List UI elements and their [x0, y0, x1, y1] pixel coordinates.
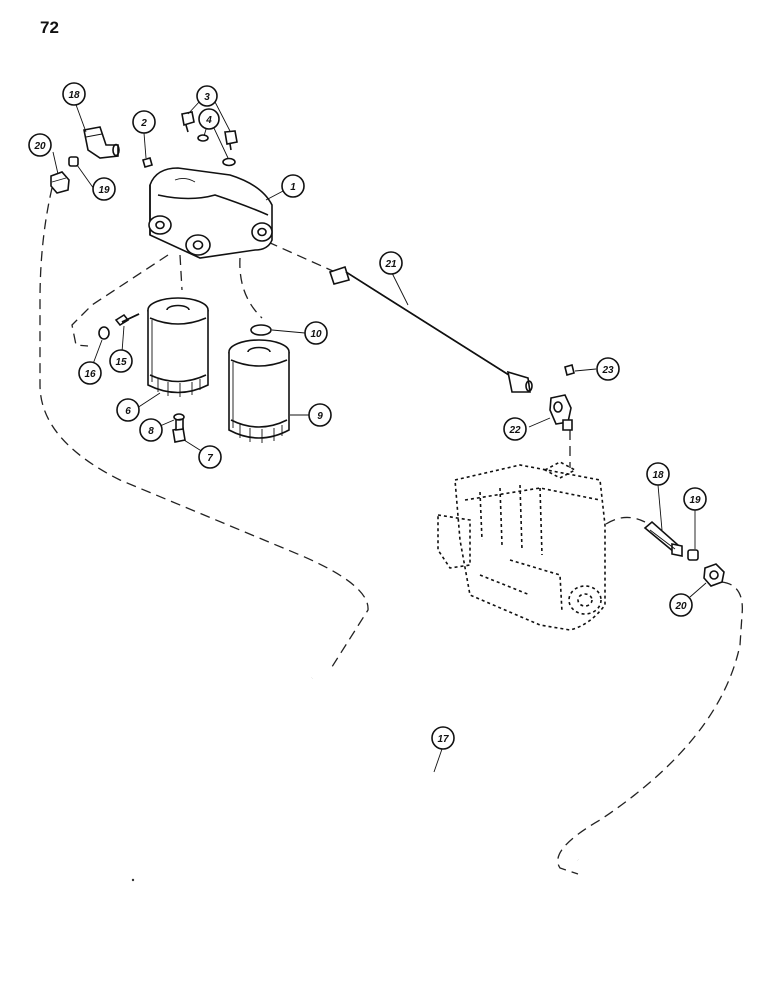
- svg-text:8: 8: [148, 426, 154, 437]
- callout-7: 7: [198, 445, 222, 469]
- dashed-fuel-paths: [39, 187, 743, 875]
- fitting-part-22: [549, 394, 573, 431]
- callout-18-right: 18: [646, 462, 670, 486]
- callout-16: 16: [78, 361, 102, 385]
- svg-text:19: 19: [98, 185, 110, 196]
- callout-1: 1: [281, 174, 305, 198]
- callout-22: 22: [503, 417, 527, 441]
- callout-19-right: 19: [683, 487, 707, 511]
- svg-text:18: 18: [652, 470, 664, 481]
- callout-19-left: 19: [92, 177, 116, 201]
- svg-text:10: 10: [310, 329, 322, 340]
- fuel-hose-part-21: [328, 265, 533, 393]
- svg-text:2: 2: [140, 118, 147, 129]
- svg-text:22: 22: [508, 425, 521, 436]
- svg-text:20: 20: [33, 141, 46, 152]
- callout-8: 8: [139, 418, 163, 442]
- elbow-fitting-part-18-left: [83, 126, 120, 159]
- callout-20-left: 20: [28, 133, 52, 157]
- callout-9: 9: [308, 403, 332, 427]
- callout-3: 3: [196, 85, 218, 107]
- drain-plug-part-7: [172, 418, 186, 443]
- fuel-filter-part-6: [147, 297, 209, 397]
- svg-text:7: 7: [207, 453, 213, 464]
- svg-text:23: 23: [601, 365, 614, 376]
- callout-2: 2: [132, 110, 156, 134]
- svg-text:6: 6: [125, 406, 131, 417]
- callout-21: 21: [379, 251, 403, 275]
- filter-head-part-1: [148, 167, 273, 259]
- plug-part-23: [564, 364, 575, 376]
- ring-part-19-left: [68, 156, 79, 167]
- plug-part-2: [142, 157, 153, 168]
- callout-10: 10: [304, 321, 328, 345]
- ring-part-19-right: [687, 549, 699, 561]
- seal-part-8: [173, 413, 185, 421]
- svg-text:4: 4: [205, 115, 212, 126]
- fuel-tube-part-17: [280, 677, 592, 882]
- callout-18-left: 18: [62, 82, 86, 106]
- svg-text:15: 15: [115, 357, 127, 368]
- callout-17: 17: [431, 726, 455, 750]
- svg-text:20: 20: [674, 601, 687, 612]
- svg-text:17: 17: [437, 734, 449, 745]
- o-ring-part-10: [250, 324, 272, 336]
- callout-15: 15: [109, 349, 133, 373]
- nut-part-20-left: [50, 171, 70, 194]
- svg-text:19: 19: [689, 495, 701, 506]
- print-speck: [131, 878, 135, 882]
- svg-text:21: 21: [384, 259, 397, 270]
- svg-text:9: 9: [317, 411, 323, 422]
- callout-23: 23: [596, 357, 620, 381]
- fuel-filter-part-9: [228, 339, 290, 443]
- bolt-part-15: [114, 313, 140, 327]
- callout-20-right: 20: [669, 593, 693, 617]
- svg-text:3: 3: [204, 92, 210, 103]
- svg-text:18: 18: [68, 90, 80, 101]
- svg-text:1: 1: [290, 182, 296, 193]
- svg-text:16: 16: [84, 369, 96, 380]
- callouts: 1 2 3 4 6 7 8 9 10 15 16 17 18 18 19 19 …: [28, 82, 707, 750]
- page-number: 72: [40, 18, 59, 37]
- callout-4: 4: [198, 108, 220, 130]
- nut-part-20-right: [703, 563, 725, 587]
- fitting-part-18-right: [643, 520, 683, 557]
- callout-6: 6: [116, 398, 140, 422]
- bolts-part-3: [181, 111, 238, 167]
- washer-part-16: [98, 326, 110, 340]
- injection-pump: [437, 461, 606, 631]
